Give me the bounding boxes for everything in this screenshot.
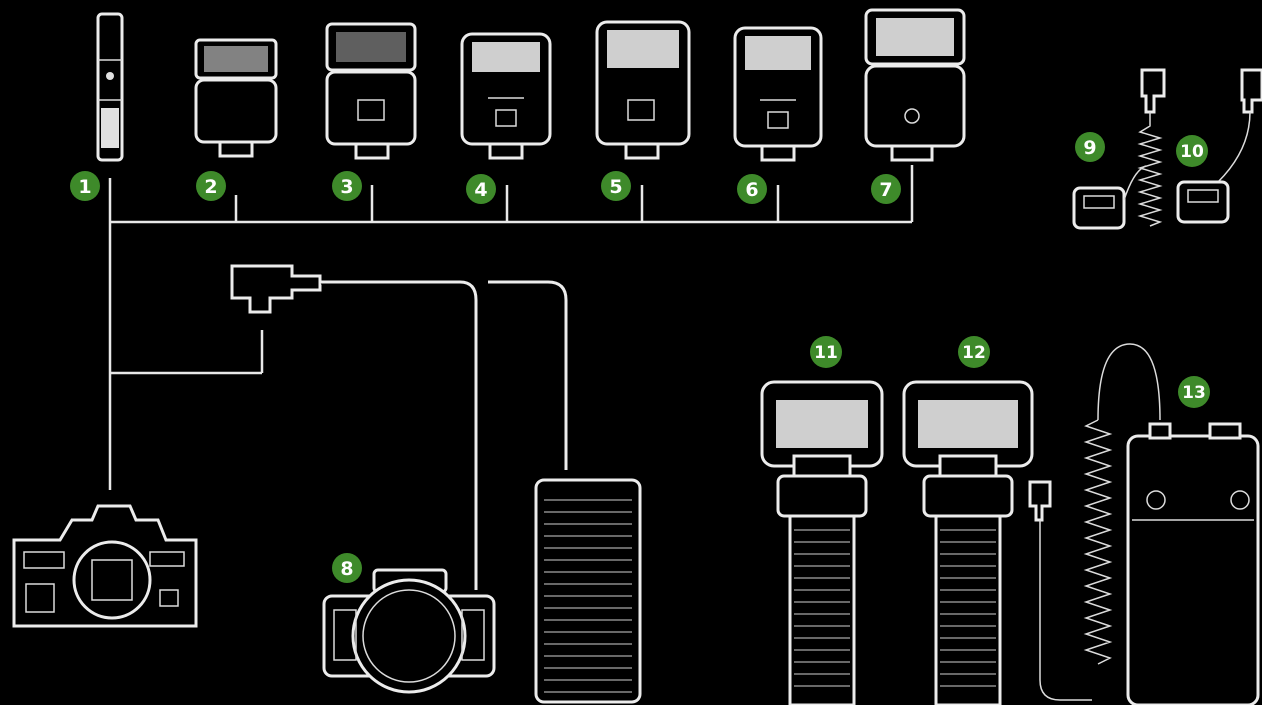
badge-5: 5 (601, 171, 631, 201)
handle-flash-11-icon (762, 382, 882, 705)
flash-unit-7-icon (866, 10, 964, 160)
badge-13: 13 (1178, 376, 1210, 408)
flash-unit-6-icon (735, 28, 821, 160)
handle-flash-12-icon (904, 382, 1032, 705)
badge-1: 1 (70, 171, 100, 201)
badge-13-label: 13 (1182, 383, 1206, 403)
badge-7: 7 (871, 174, 901, 204)
badge-8-label: 8 (340, 558, 353, 580)
badge-2-label: 2 (204, 176, 217, 198)
flash-unit-4-icon (462, 34, 550, 158)
flash-unit-3-icon (327, 24, 415, 158)
badge-6-label: 6 (745, 179, 758, 201)
badge-3: 3 (332, 171, 362, 201)
badge-8: 8 (332, 553, 362, 583)
badge-12: 12 (958, 336, 990, 368)
badge-5-label: 5 (609, 176, 622, 198)
flash-unit-5-icon (597, 22, 689, 158)
badge-7-label: 7 (879, 179, 892, 201)
battery-pack-icon (1030, 344, 1258, 705)
macro-ring-flash-icon (232, 266, 640, 702)
badge-12-label: 12 (962, 343, 986, 363)
badge-9: 9 (1075, 132, 1105, 162)
badge-6: 6 (737, 174, 767, 204)
camera-body-icon (14, 506, 196, 626)
badge-4-label: 4 (474, 179, 487, 201)
badge-10-label: 10 (1180, 142, 1204, 162)
badge-3-label: 3 (340, 176, 353, 198)
badge-10: 10 (1176, 135, 1208, 167)
badge-11: 11 (810, 336, 842, 368)
badge-2: 2 (196, 171, 226, 201)
badge-11-label: 11 (814, 343, 838, 363)
flash-unit-2-icon (196, 40, 276, 156)
pencil-flash-icon (98, 14, 122, 160)
badge-9-label: 9 (1083, 137, 1096, 159)
badge-4: 4 (466, 174, 496, 204)
badge-1-label: 1 (78, 176, 91, 198)
